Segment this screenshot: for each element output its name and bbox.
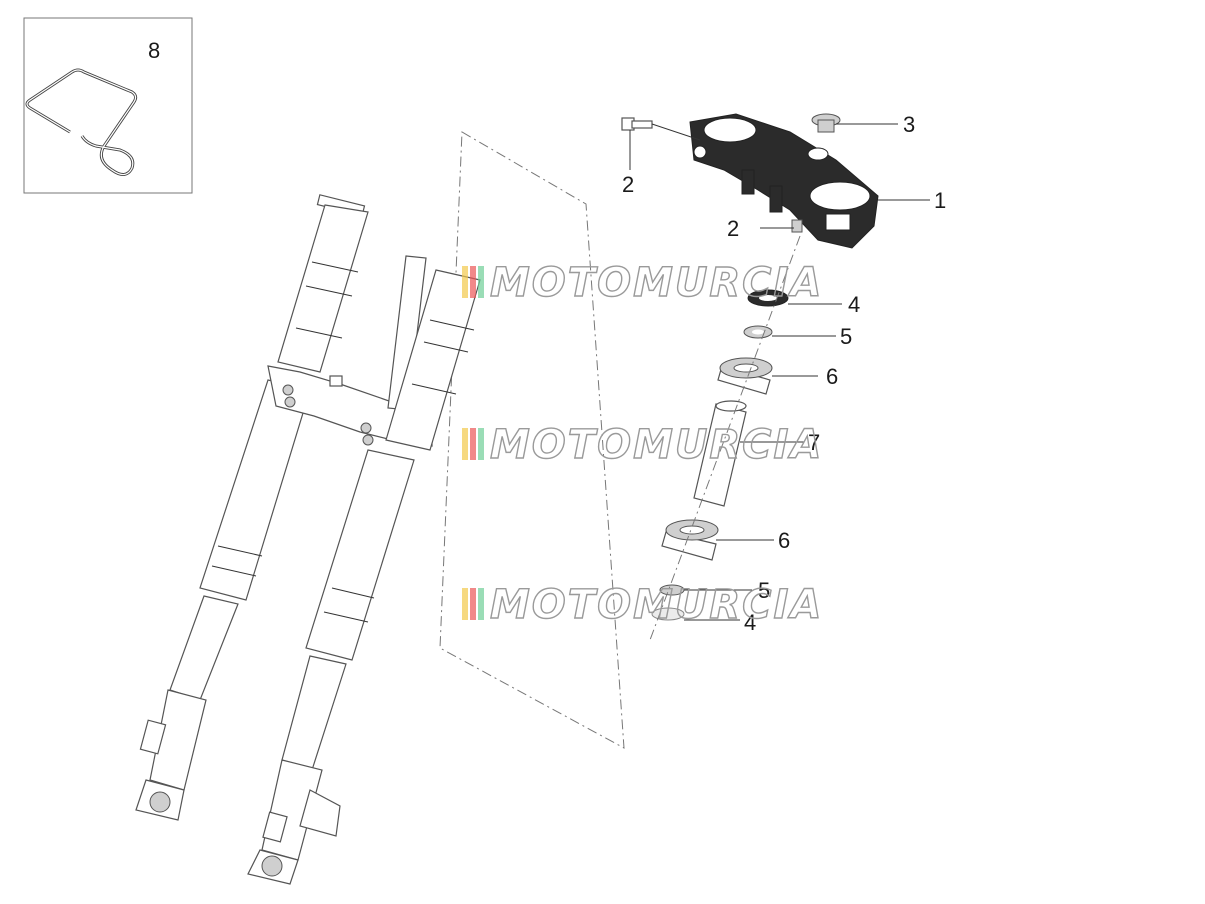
left-fork-leg [135,194,369,821]
bolt-part-2 [621,117,653,131]
right-fork-leg [247,269,481,885]
callout-4-bottom: 4 [744,610,756,635]
assembly-outline [439,131,625,749]
callout-1: 1 [934,188,946,213]
watermark-1: MOTOMURCIA [462,259,823,307]
callout-7: 7 [808,430,820,455]
svg-text:MOTOMURCIA: MOTOMURCIA [490,582,823,628]
leader-lines [629,123,930,621]
cap-part-3 [811,113,841,133]
callout-6-bottom: 6 [778,528,790,553]
callout-5-bottom: 5 [758,578,770,603]
callout-5-top: 5 [840,324,852,349]
callout-2-top: 2 [622,172,634,197]
callout-3: 3 [903,112,915,137]
svg-text:MOTOMURCIA: MOTOMURCIA [490,422,823,468]
screw-part-2 [791,219,803,233]
washer-part-4-bottom [651,607,685,621]
callout-6-top: 6 [826,364,838,389]
callout-8: 8 [148,38,160,63]
svg-text:MOTOMURCIA: MOTOMURCIA [490,260,823,306]
watermark-3: MOTOMURCIA [462,581,823,629]
callout-2-screw: 2 [727,216,739,241]
bearing-part-6-bottom [661,519,719,561]
upper-triple-clamp-part-1 [689,113,879,249]
inset-box-part-8: 8 [23,17,193,194]
bearing-part-6-top [717,357,773,395]
callout-4-top: 4 [848,292,860,317]
watermark-2: MOTOMURCIA [462,421,823,469]
